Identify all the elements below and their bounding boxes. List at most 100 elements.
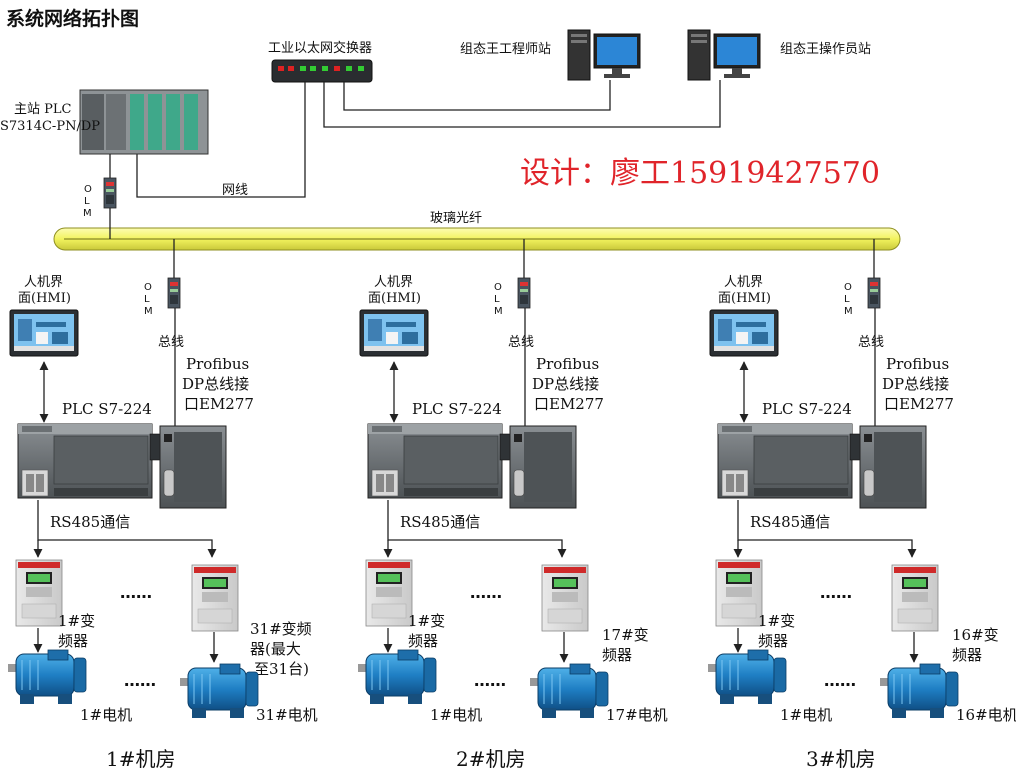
room-2-vfd-b-label-2: 频器 (602, 646, 632, 664)
room-1-vfd-b-label-2: 器(最大 (250, 640, 301, 658)
room-1-motor-a-label: 1#电机 (80, 706, 132, 724)
fiber-label: 玻璃光纤 (430, 211, 482, 226)
room-2-olm-letter-o: O (494, 282, 502, 293)
room-3-hmi-label-2: 面(HMI) (718, 291, 771, 306)
room-2-vfd-b-label-1: 17#变 (602, 626, 649, 644)
engineer-station-label: 组态王工程师站 (460, 42, 551, 57)
room-2-ellipsis-vfd: …… (470, 583, 502, 602)
room-2-hmi-device (359, 309, 429, 357)
room-1-vfd-a-label-1: 1#变 (58, 612, 95, 630)
room-1-hmi-device (9, 309, 79, 357)
room-3-rs485-label: RS485通信 (750, 513, 830, 531)
room-2-plc-device (367, 423, 503, 499)
room-2-plc-label: PLC S7-224 (412, 400, 502, 418)
room-2-motor-a-label: 1#电机 (430, 706, 482, 724)
room-3-vfd-b-label-1: 16#变 (952, 626, 999, 644)
room-3-profibus-label-2: DP总线接 (882, 375, 949, 393)
room-2-em277-device (499, 425, 577, 509)
room-1-profibus-label-3: 口EM277 (184, 395, 254, 413)
room-1-olm-device (167, 277, 181, 309)
room-3-motor-b-label: 16#电机 (956, 706, 1016, 724)
room-1-vfd-a-device (15, 559, 63, 627)
room-2-vfd-a-label-2: 频器 (408, 632, 438, 650)
operator-station-label: 组态王操作员站 (780, 41, 871, 57)
room-1-vfd-b-label-1: 31#变频 (250, 620, 312, 638)
room-2-profibus-label-2: DP总线接 (532, 375, 599, 393)
operator-station-pc (687, 29, 761, 81)
room-3-rs485-line-b (737, 500, 917, 558)
room-3-bus-label: 总线 (858, 335, 884, 350)
room-1-ellipsis-vfd: …… (120, 583, 152, 602)
room-1-vfd-b-label-3: 至31台) (254, 660, 309, 678)
room-1-bus-label: 总线 (158, 335, 184, 350)
room-1-room-label: 1#机房 (106, 747, 175, 771)
room-2-olm-letter-l: L (494, 294, 500, 305)
ethernet-link-engineer (343, 80, 611, 111)
room-3-olm-letter-l: L (844, 294, 850, 305)
room-3-olm-letter-o: O (844, 282, 852, 293)
room-3-vfd-a-label-1: 1#变 (758, 612, 795, 630)
room-2-rs485-line-b (387, 500, 567, 558)
room-1-rs485-label: RS485通信 (50, 513, 130, 531)
room-2-profibus-label-3: 口EM277 (534, 395, 604, 413)
room-1-plc-label: PLC S7-224 (62, 400, 152, 418)
room-2-motor-b-label: 17#电机 (606, 706, 668, 724)
room-1-rs485-line-b (37, 500, 217, 558)
room-1-motor-a-device (7, 649, 87, 705)
room-2-room-label: 2#机房 (456, 747, 525, 771)
room-2-vfd-a-device (365, 559, 413, 627)
room-1-hmi-label-2: 面(HMI) (18, 291, 71, 306)
ethernet-switch (271, 59, 373, 83)
room-1-hmi-label-1: 人机界 (24, 275, 63, 290)
room-1-vfd-a-label-2: 频器 (58, 632, 88, 650)
room-1-profibus-label-1: Profibus (186, 355, 249, 373)
room-2-hmi-label-1: 人机界 (374, 275, 413, 290)
engineer-station-pc (567, 29, 641, 81)
room-1-profibus-label-2: DP总线接 (182, 375, 249, 393)
diagram-title: 系统网络拓扑图 (6, 7, 139, 30)
master-plc (79, 89, 209, 155)
room-1-olm-letter-o: O (144, 282, 152, 293)
room-3-profibus-label-3: 口EM277 (884, 395, 954, 413)
ethernet-link-operator (323, 80, 721, 128)
room-3-profibus-label-1: Profibus (886, 355, 949, 373)
room-3-motor-a-device (707, 649, 787, 705)
room-3-hmi-device (709, 309, 779, 357)
room-3-em277-device (849, 425, 927, 509)
room-3-plc-label: PLC S7-224 (762, 400, 852, 418)
master-plc-label: 主站 PLC (14, 102, 72, 117)
room-3-vfd-a-device (715, 559, 763, 627)
room-3-motor-b-device (879, 663, 959, 719)
room-2-vfd-a-label-1: 1#变 (408, 612, 445, 630)
fiber-optic-ring (53, 227, 901, 251)
room-1-motor-b-device (179, 663, 259, 719)
room-3-vfd-a-label-2: 频器 (758, 632, 788, 650)
room-3-olm-letter-m: M (844, 306, 853, 317)
master-olm-letter-o: O (84, 184, 92, 195)
room-3-hmi-label-1: 人机界 (724, 275, 763, 290)
room-1-olm-letter-l: L (144, 294, 150, 305)
master-olm-device (103, 177, 117, 209)
room-1-em277-device (149, 425, 227, 509)
master-olm-letter-l: L (84, 196, 90, 207)
room-2-olm-device (517, 277, 531, 309)
switch-label: 工业以太网交换器 (268, 40, 372, 56)
room-2-ellipsis-motor: …… (474, 671, 506, 690)
room-3-room-label: 3#机房 (806, 747, 875, 771)
room-1-olm-letter-m: M (144, 306, 153, 317)
room-2-bus-label: 总线 (508, 335, 534, 350)
room-1-ellipsis-motor: …… (124, 671, 156, 690)
net-cable-label: 网线 (222, 183, 248, 198)
master-olm-letter-m: M (83, 208, 92, 219)
room-2-vfd-b-device (541, 564, 589, 632)
designer-credit: 设计：廖工15919427570 (520, 156, 880, 191)
room-2-rs485-label: RS485通信 (400, 513, 480, 531)
room-3-ellipsis-vfd: …… (820, 583, 852, 602)
room-3-olm-device (867, 277, 881, 309)
room-3-ellipsis-motor: …… (824, 671, 856, 690)
room-3-plc-device (717, 423, 853, 499)
room-1-motor-b-label: 31#电机 (256, 706, 318, 724)
